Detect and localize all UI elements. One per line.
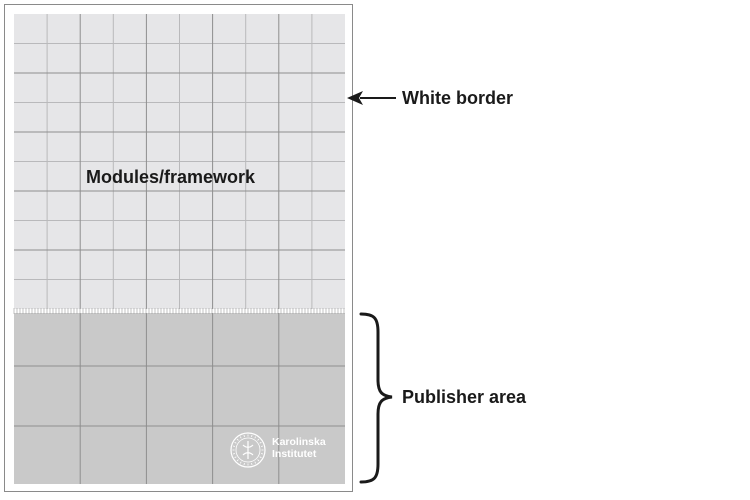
modules-framework-label: Modules/framework [86,167,256,187]
left-arrow-icon [347,91,396,105]
publisher-area [14,313,345,484]
seal-tick [254,461,257,464]
seal-tick [243,434,245,438]
seal-tick [243,462,245,466]
seal-tick [259,456,262,459]
seal-tick [254,436,257,439]
seal-tick [239,436,242,439]
seal-tick [234,441,237,444]
major-grid-lines [14,14,345,309]
seal-tick [259,441,262,444]
logo-wordmark: Karolinska Institutet [272,436,326,460]
minor-grid-lines [14,14,345,309]
seal-tick [232,445,236,447]
publisher-grid-lines [14,313,345,484]
logo-line-2: Institutet [272,448,317,460]
seal-tick [251,434,253,438]
seal-tick [257,438,260,441]
right-curly-brace-icon [359,312,393,484]
seal-tick [236,459,239,462]
logo-line-1: Karolinska [272,436,326,448]
seal-tick [236,438,239,441]
karolinska-seal-icon [230,432,266,468]
seal-tick [232,453,236,455]
seal-tick [239,461,242,464]
karolinska-logo: Karolinska Institutet [228,430,340,470]
boundary-tick-marks [13,308,345,314]
seal-tick [260,445,264,447]
seal-tick [251,462,253,466]
seal-tick [234,456,237,459]
publisher-area-label: Publisher area [402,387,527,407]
seal-tick [257,459,260,462]
seal-tick [260,453,264,455]
white-border-label: White border [402,88,513,108]
